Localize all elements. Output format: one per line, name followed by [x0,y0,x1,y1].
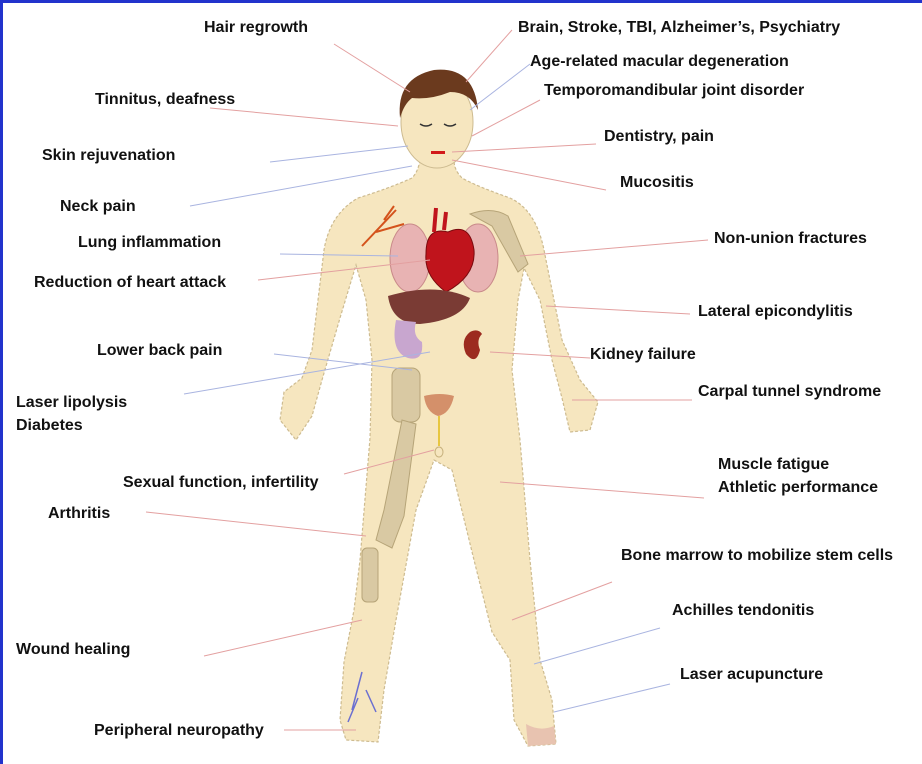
label-neck: Neck pain [60,196,136,218]
label-nonunion: Non-union fractures [714,228,867,250]
leader-tmj [472,100,540,136]
label-achilles: Achilles tendonitis [672,600,814,622]
leader-dentistry [452,144,596,152]
label-hair-regrowth: Hair regrowth [204,17,308,39]
label-heart-attack: Reduction of heart attack [34,272,226,294]
label-arthritis: Arthritis [48,503,110,525]
label-kidney: Kidney failure [590,344,696,366]
genital [435,447,443,457]
label-carpal: Carpal tunnel syndrome [698,381,881,403]
label-dentistry: Dentistry, pain [604,126,714,148]
label-skin: Skin rejuvenation [42,145,175,167]
label-macular: Age-related macular degeneration [530,51,789,73]
tibia [362,548,378,602]
label-diabetes: Diabetes [16,415,83,437]
label-epicondylitis: Lateral epicondylitis [698,301,853,323]
label-muscle-fatigue: Muscle fatigue [718,454,829,476]
leader-acupuncture [554,684,670,712]
leader-macular [470,64,530,110]
label-tinnitus: Tinnitus, deafness [95,89,235,111]
label-athletic: Athletic performance [718,477,878,499]
label-sexual: Sexual function, infertility [123,472,319,494]
label-bone-marrow: Bone marrow to mobilize stem cells [621,545,922,567]
leader-skin [270,146,408,162]
lung-left [390,224,430,292]
label-lung: Lung inflammation [78,232,221,254]
leader-brain [466,30,512,82]
leader-tinnitus [210,108,398,126]
label-neuropathy: Peripheral neuropathy [94,720,264,742]
label-lipolysis: Laser lipolysis [16,392,127,414]
label-brain: Brain, Stroke, TBI, Alzheimer’s, Psychia… [518,17,840,39]
leader-nonunion [520,240,708,256]
mouth [431,151,445,154]
spine-pelvis [392,368,420,422]
label-mucositis: Mucositis [620,172,694,194]
label-acupuncture: Laser acupuncture [680,664,823,686]
leader-hair [334,44,410,92]
label-wound: Wound healing [16,639,130,661]
label-lower-back: Lower back pain [97,340,222,362]
leader-wound [204,620,362,656]
leader-epicondylitis [546,306,690,314]
leader-arthritis [146,512,366,536]
leader-achilles [534,628,660,664]
label-tmj: Temporomandibular joint disorder [544,80,804,102]
leader-muscle [500,482,704,498]
